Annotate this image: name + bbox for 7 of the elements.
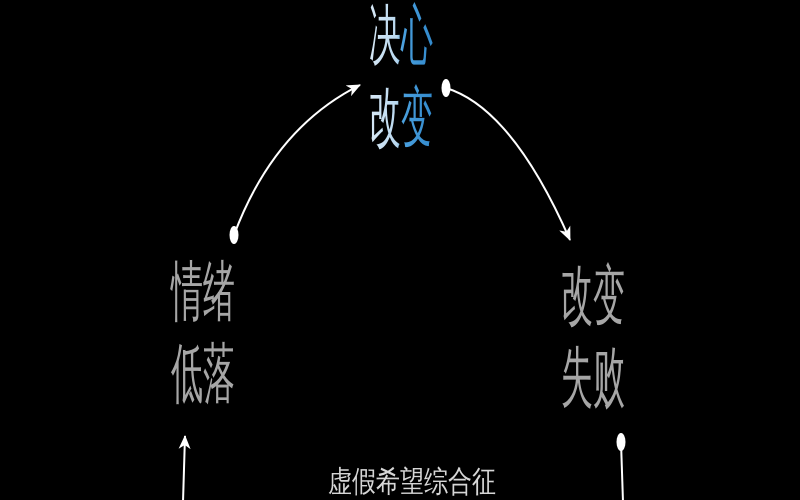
connector-line [616,433,626,500]
arrow [178,435,191,500]
stage-text: 改变失败 [558,254,628,418]
curved-arrow [230,84,361,244]
curved-arrow [442,79,571,241]
stage-text: 情绪低落 [168,250,238,414]
caption-text: 虚假希望综合征 [328,464,496,499]
